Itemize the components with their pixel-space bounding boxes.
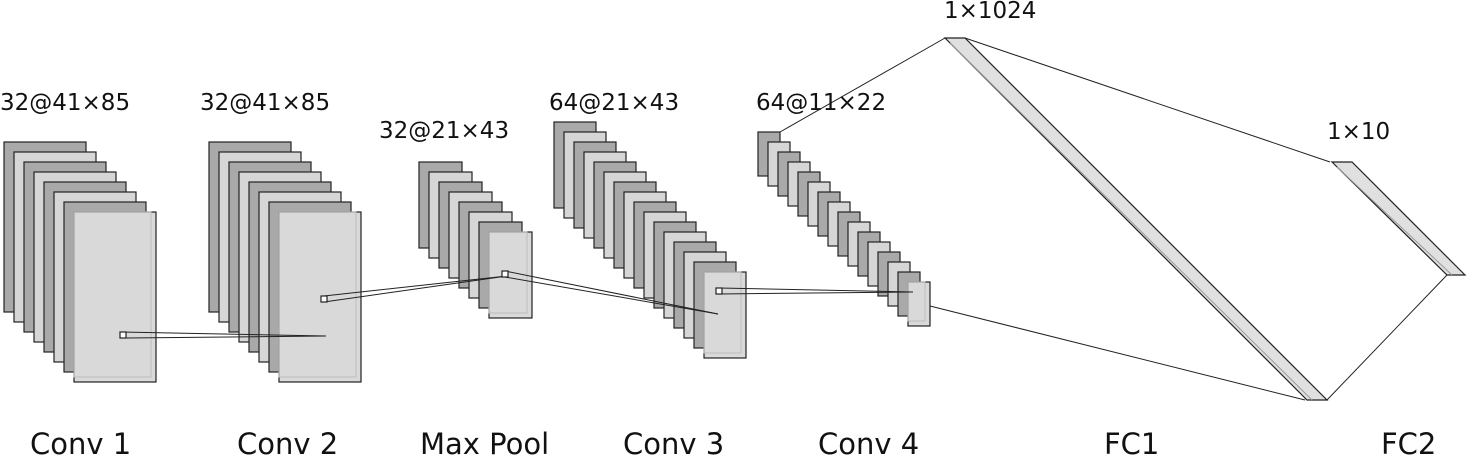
fc2-layer-edge [1336, 166, 1453, 276]
fc1-layer-edge [949, 42, 1313, 401]
fc1-to-fc2-connection-line [1326, 274, 1448, 401]
conv3-dims-label: 64@21×43 [549, 90, 680, 116]
maxpool-dims-label: 32@21×43 [379, 118, 510, 144]
fc2-layer-shape [1330, 161, 1467, 276]
maxpool-layer-label: Max Pool [420, 427, 550, 461]
conv4-feature-map [907, 281, 931, 327]
conv4-dims-label: 64@11×22 [756, 90, 887, 116]
conv4-to-fc1-connection-line [929, 305, 1306, 401]
maxpool-to-conv3-projection-line [504, 270, 719, 315]
conv2-feature-map [278, 211, 362, 383]
maxpool-to-conv3-kernel-square [501, 270, 509, 278]
fc1-to-fc2-connection-line [964, 37, 1331, 163]
conv1-feature-map [73, 211, 157, 383]
conv3-feature-map-inner [703, 271, 742, 354]
fc1-layer-label: FC1 [1104, 427, 1160, 461]
maxpool-to-conv3-projection-line [504, 276, 719, 315]
conv1-to-conv2-projection-line [122, 331, 327, 337]
conv2-feature-map-inner [278, 211, 357, 378]
conv4-layer-label: Conv 4 [818, 427, 920, 461]
conv1-feature-map-inner [73, 211, 152, 378]
conv3-to-conv4-projection-line [718, 287, 914, 293]
conv1-dims-label: 32@41×85 [0, 90, 131, 116]
fc2-dims-label: 1×10 [1327, 119, 1391, 145]
conv2-layer-label: Conv 2 [237, 427, 339, 461]
conv1-to-conv2-kernel-square [119, 331, 127, 339]
conv3-layer-label: Conv 3 [623, 427, 725, 461]
maxpool-feature-map-inner [488, 231, 528, 314]
conv1-to-conv2-projection-line [122, 335, 327, 339]
conv4-to-fc1-connection-line [779, 37, 946, 133]
conv2-dims-label: 32@41×85 [200, 90, 331, 116]
conv4-feature-map-inner [907, 281, 926, 322]
fc1-dims-label: 1×1024 [944, 0, 1037, 24]
conv3-to-conv4-projection-line [718, 291, 914, 295]
fc2-layer-label: FC2 [1381, 427, 1437, 461]
conv1-layer-label: Conv 1 [30, 427, 132, 461]
conv2-to-maxpool-projection-line [323, 275, 508, 297]
conv3-to-conv4-kernel-square [715, 287, 723, 295]
conv2-to-maxpool-kernel-square [320, 295, 328, 303]
conv2-to-maxpool-projection-line [323, 275, 508, 303]
fc1-layer-shape [943, 37, 1329, 401]
conv3-feature-map [703, 271, 747, 359]
